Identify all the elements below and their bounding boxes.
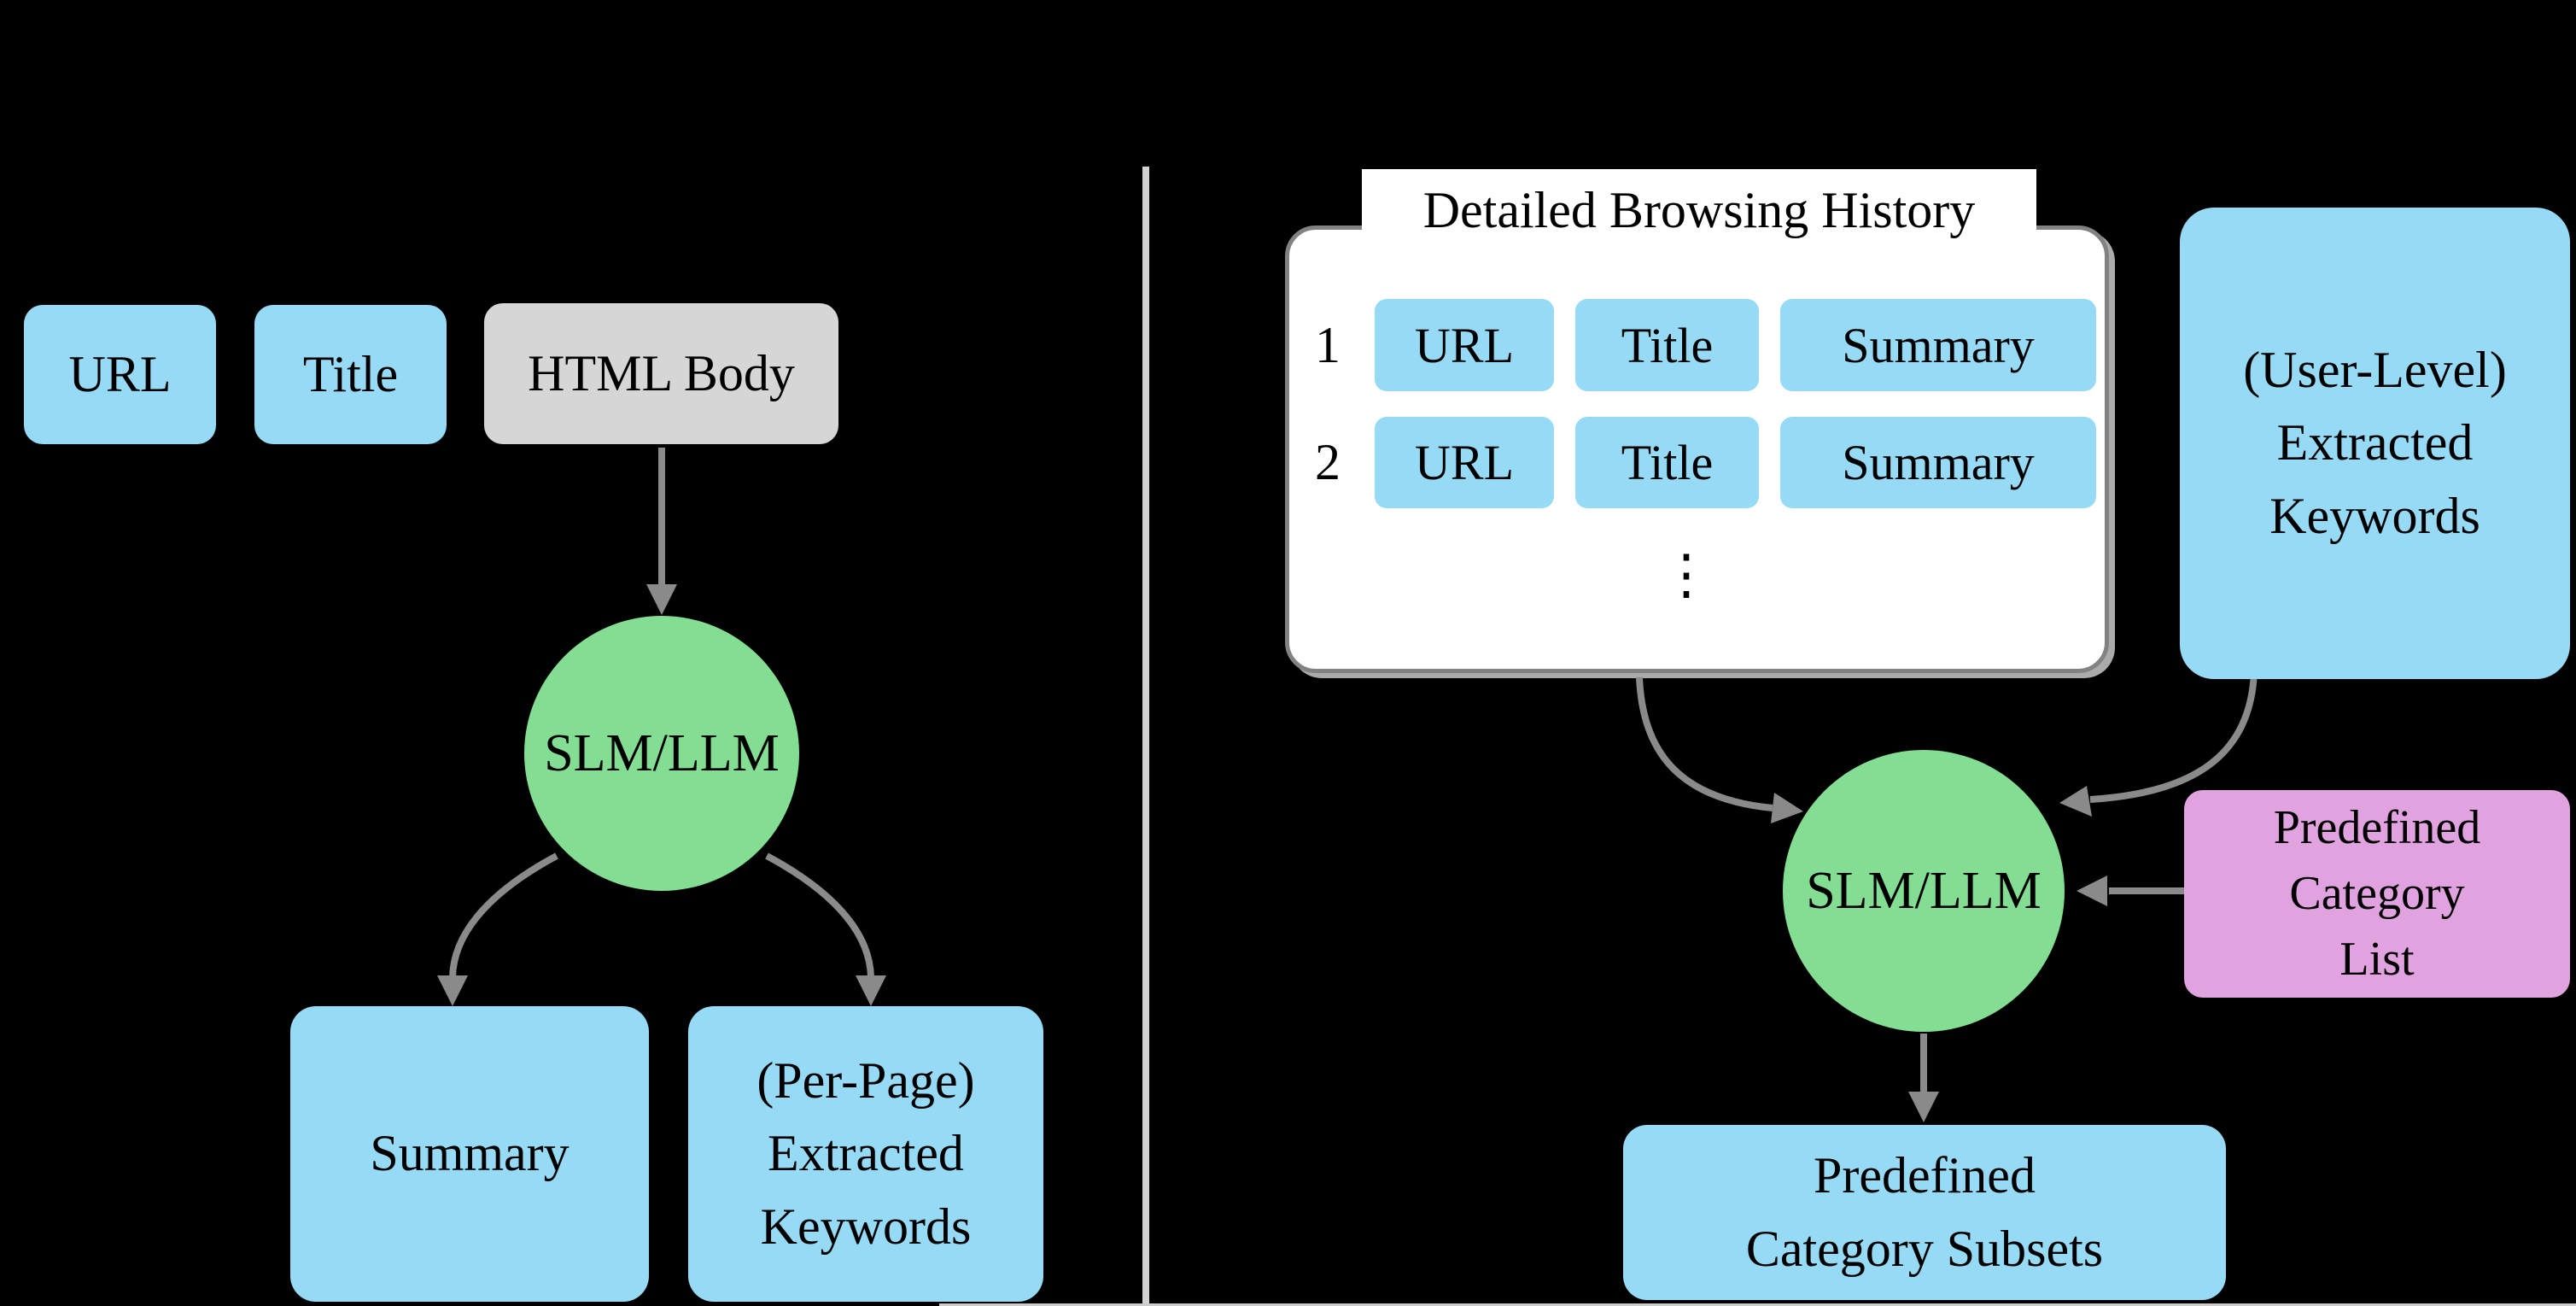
user-keywords-line-1: (User-Level)	[2243, 342, 2507, 399]
html-body-input-label: HTML Body	[528, 344, 795, 401]
category-list-label: Predefined Category List	[2274, 795, 2481, 993]
summary-output-box: Summary	[290, 1006, 649, 1302]
history-row2-url-label: URL	[1415, 435, 1514, 490]
history-row1-url-cell: URL	[1375, 299, 1554, 391]
arrow-history-to-slm	[1636, 676, 1773, 811]
url-input-label: URL	[68, 345, 172, 402]
category-list-line-2: Category	[2289, 866, 2465, 920]
summary-output-label: Summary	[370, 1125, 570, 1182]
title-input-box: Title	[254, 305, 447, 444]
user-keywords-label: (User-Level) Extracted Keywords	[2243, 334, 2507, 553]
browsing-history-title-box: Detailed Browsing History	[1362, 169, 2036, 251]
perpage-line-2: Extracted	[768, 1125, 964, 1182]
perpage-keywords-label: (Per-Page) Extracted Keywords	[756, 1045, 974, 1263]
slm-llm-circle-right	[1783, 750, 2065, 1032]
history-row1-url-label: URL	[1415, 317, 1514, 373]
perpage-line-3: Keywords	[760, 1198, 972, 1255]
arrowhead-slm-to-summary	[437, 975, 468, 1006]
arrow-slm-to-summary	[449, 852, 558, 980]
arrowhead-slm-to-subsets	[1908, 1092, 1939, 1122]
section-divider	[1142, 167, 1149, 1306]
bottom-edge-line	[939, 1303, 2576, 1306]
history-row2-title-label: Title	[1621, 435, 1714, 490]
history-row2-title-cell: Title	[1575, 417, 1759, 508]
history-row1-summary-cell: Summary	[1780, 299, 2096, 391]
perpage-line-1: (Per-Page)	[756, 1052, 975, 1110]
history-row1-title-label: Title	[1621, 317, 1714, 373]
user-keywords-line-2: Extracted	[2276, 414, 2474, 471]
arrow-slm-to-perpage-keywords	[765, 852, 874, 980]
history-ellipsis: ⋮	[1659, 544, 1714, 605]
slm-llm-circle-left	[524, 616, 799, 891]
perpage-keywords-box: (Per-Page) Extracted Keywords	[688, 1006, 1043, 1302]
slm-llm-text-left: SLM/LLM	[544, 723, 780, 782]
category-subsets-box: Predefined Category Subsets	[1623, 1125, 2226, 1300]
arrowhead-htmlbody-to-slm	[646, 584, 677, 615]
history-row2-index: 2	[1315, 434, 1341, 490]
category-list-line-3: List	[2339, 933, 2415, 987]
arrowhead-userkeywords-to-slm	[2059, 786, 2092, 817]
user-keywords-box: (User-Level) Extracted Keywords	[2180, 208, 2570, 679]
slm-llm-label-right: SLM/LLM	[1783, 750, 2065, 1032]
arrowhead-slm-to-perpage	[856, 975, 886, 1006]
category-list-box: Predefined Category List	[2184, 790, 2570, 998]
history-row1-summary-label: Summary	[1842, 317, 2035, 373]
history-row2-url-cell: URL	[1375, 417, 1554, 508]
category-subsets-line-1: Predefined	[1814, 1147, 2036, 1204]
browsing-history-title: Detailed Browsing History	[1422, 181, 1976, 238]
slm-llm-label-left: SLM/LLM	[524, 616, 799, 891]
user-keywords-line-3: Keywords	[2269, 487, 2480, 544]
arrowhead-categorylist-to-slm	[2077, 876, 2107, 906]
history-row2-summary-label: Summary	[1842, 435, 2035, 490]
url-input-box: URL	[24, 305, 216, 444]
title-input-label: Title	[302, 345, 399, 402]
slm-llm-text-right: SLM/LLM	[1806, 861, 2042, 920]
history-row1-title-cell: Title	[1575, 299, 1759, 391]
history-row2-summary-cell: Summary	[1780, 417, 2096, 508]
arrow-userkeywords-to-slm	[2089, 671, 2258, 803]
history-row1-index: 1	[1315, 316, 1341, 373]
html-body-input-box: HTML Body	[484, 303, 838, 444]
category-subsets-line-2: Category Subsets	[1745, 1220, 2104, 1277]
category-subsets-label: Predefined Category Subsets	[1746, 1139, 2103, 1285]
category-list-line-1: Predefined	[2273, 800, 2481, 854]
arrowhead-history-to-slm	[1771, 793, 1803, 823]
